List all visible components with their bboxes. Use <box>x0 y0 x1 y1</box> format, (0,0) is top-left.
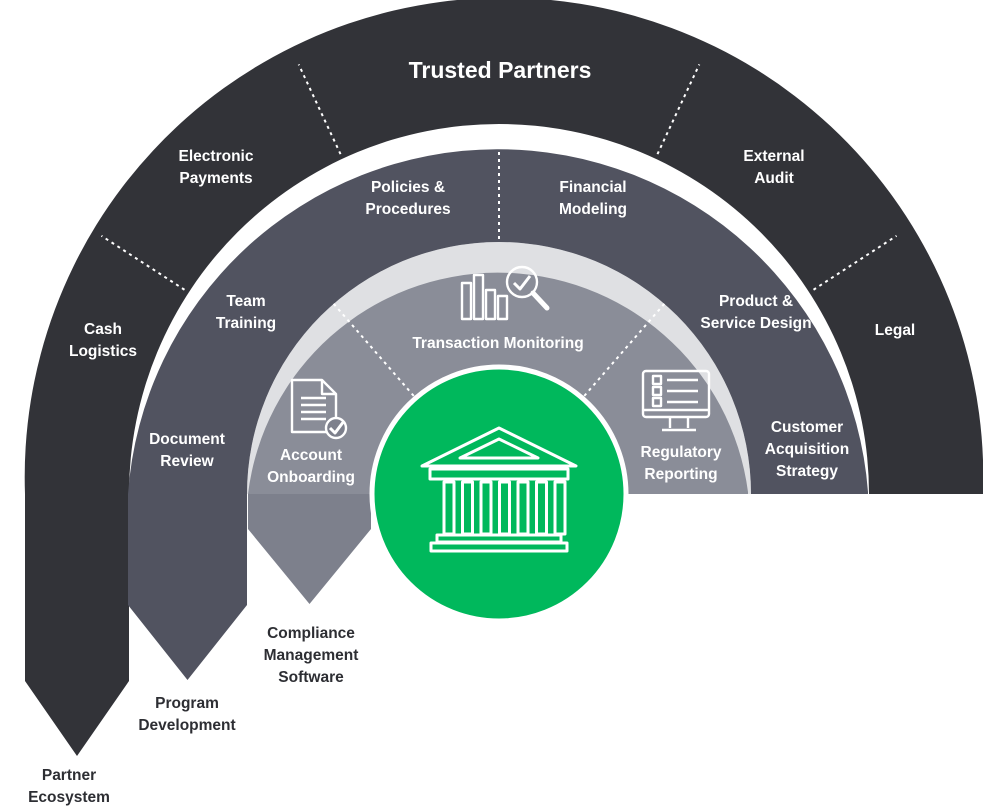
label-policies-procedures: Policies &Procedures <box>365 179 451 218</box>
bank-base <box>429 541 569 553</box>
monitor-stand <box>662 417 696 432</box>
checklist-box <box>651 374 663 386</box>
chart-bar <box>472 273 485 321</box>
bank-building-icon <box>420 426 578 553</box>
document-sheet <box>290 378 338 434</box>
label-product-service-design: Product &Service Design <box>700 293 812 332</box>
chart-bar <box>484 288 497 321</box>
software-ring-highlight <box>247 242 751 494</box>
magnifier-lens <box>505 265 539 299</box>
outer-divider <box>812 235 898 291</box>
check-mark <box>328 420 346 435</box>
outer-ring-band <box>24 0 983 756</box>
bar-chart-magnifier-icon <box>460 265 550 321</box>
program-ring-band <box>128 149 868 681</box>
checklist-box <box>651 385 663 397</box>
checklist-box <box>651 396 663 408</box>
chart-bar <box>460 281 473 321</box>
document-fold <box>320 380 336 396</box>
label-legal: Legal <box>874 322 916 339</box>
document-check-icon <box>290 378 348 440</box>
outer-divider <box>100 235 186 291</box>
magnifier-handle <box>530 290 550 311</box>
trusted-partners-title: Trusted Partners <box>408 57 592 83</box>
magnifier-check <box>512 275 532 291</box>
software-ring-band <box>248 272 748 604</box>
monitor-screen <box>641 369 711 419</box>
outer-divider <box>656 63 701 155</box>
bank-roof <box>420 426 578 468</box>
outer-divider <box>297 63 342 155</box>
label-transaction-monitoring: Transaction Monitoring <box>412 335 584 352</box>
monitor-checklist-icon <box>641 369 711 432</box>
bank-entablature <box>428 467 570 481</box>
bank-pediment <box>458 437 540 460</box>
chart-bar <box>496 294 509 321</box>
